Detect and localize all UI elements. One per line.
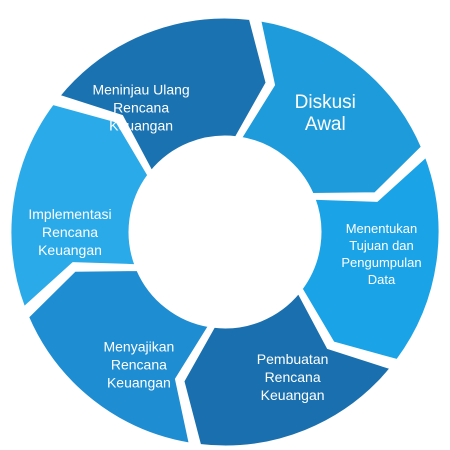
cycle-step-label-line: Diskusi (295, 92, 356, 113)
cycle-step-label-line: Rencana (111, 356, 167, 372)
cycle-step-label-line: Rencana (113, 100, 169, 116)
cycle-segment-5 (8, 101, 151, 311)
cycle-step-label-line: Menyajikan (103, 338, 174, 354)
cycle-step-label-line: Data (368, 272, 396, 287)
cycle-step-label-line: Implementasi (28, 206, 111, 222)
cycle-segment-2 (299, 153, 442, 363)
cycle-segment-3 (181, 289, 395, 449)
cycle-step-label-line: Meninjau Ulang (92, 82, 189, 98)
cycle-segment-1 (237, 17, 425, 197)
cycle-step-label-line: Tujuan dan (349, 238, 414, 253)
cycle-step-label-line: Keuangan (107, 374, 171, 390)
cycle-step-label-line: Keuangan (261, 387, 325, 403)
cycle-step-label-line: Rencana (42, 224, 98, 240)
cycle-step-label-line: Menentukan (346, 221, 418, 236)
cycle-step-label-line: Rencana (265, 369, 321, 385)
cycle-step-label-line: Pengumpulan (341, 255, 421, 270)
cycle-step-label-line: Keuangan (109, 118, 173, 134)
cycle-step-label-line: Pembuatan (257, 351, 329, 367)
cycle-step-label-line: Keuangan (38, 242, 102, 258)
cycle-step-label-line: Awal (305, 114, 346, 135)
cycle-segment-4 (25, 267, 213, 447)
cycle-segment-6 (55, 15, 269, 175)
